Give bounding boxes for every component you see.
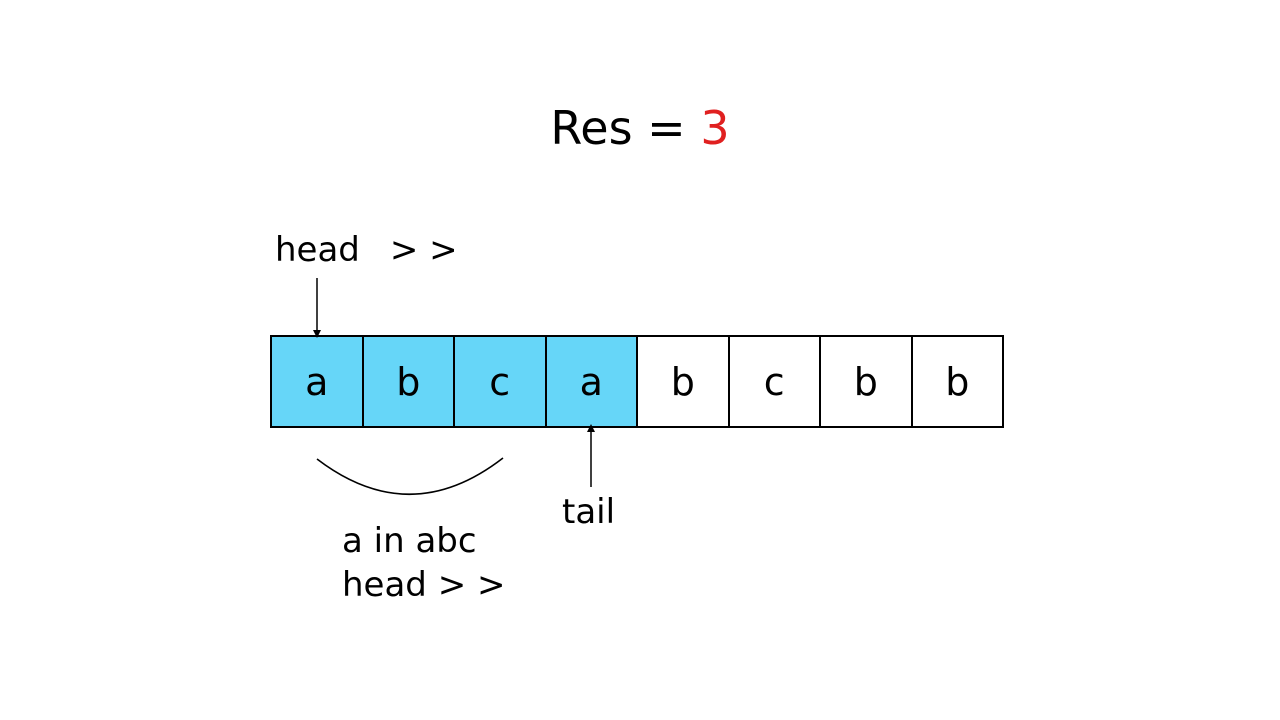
result-value: 3 xyxy=(700,101,730,155)
array-cell-2: c xyxy=(455,337,547,426)
cell-char: b xyxy=(853,359,878,404)
cell-char: a xyxy=(579,359,603,404)
head-label: head > > xyxy=(275,228,458,272)
tail-label: tail xyxy=(562,492,616,532)
window-note-line-2: head > > xyxy=(342,565,506,605)
window-note: a in abc head > > xyxy=(342,519,505,607)
cell-char: b xyxy=(396,359,421,404)
cell-char: b xyxy=(670,359,695,404)
array-cell-6: b xyxy=(821,337,913,426)
cell-char: c xyxy=(763,359,785,404)
cell-char: a xyxy=(305,359,329,404)
cell-char: c xyxy=(489,359,511,404)
array-cell-1: b xyxy=(363,337,455,426)
array-cell-7: b xyxy=(912,337,1004,426)
array-cell-4: b xyxy=(638,337,730,426)
head-advance-arrows: > > xyxy=(389,230,458,270)
array-cell-3: a xyxy=(546,337,638,426)
result-prefix: Res = xyxy=(550,101,701,155)
result-title: Res = 3 xyxy=(0,98,1280,158)
window-note-line-1: a in abc xyxy=(342,521,477,561)
array-cell-0: a xyxy=(272,337,364,426)
head-label-text: head xyxy=(275,230,360,270)
array-cell-5: c xyxy=(729,337,821,426)
cell-char: b xyxy=(945,359,970,404)
char-array: a b c a b c b b xyxy=(270,335,1004,428)
window-brace xyxy=(316,457,504,495)
